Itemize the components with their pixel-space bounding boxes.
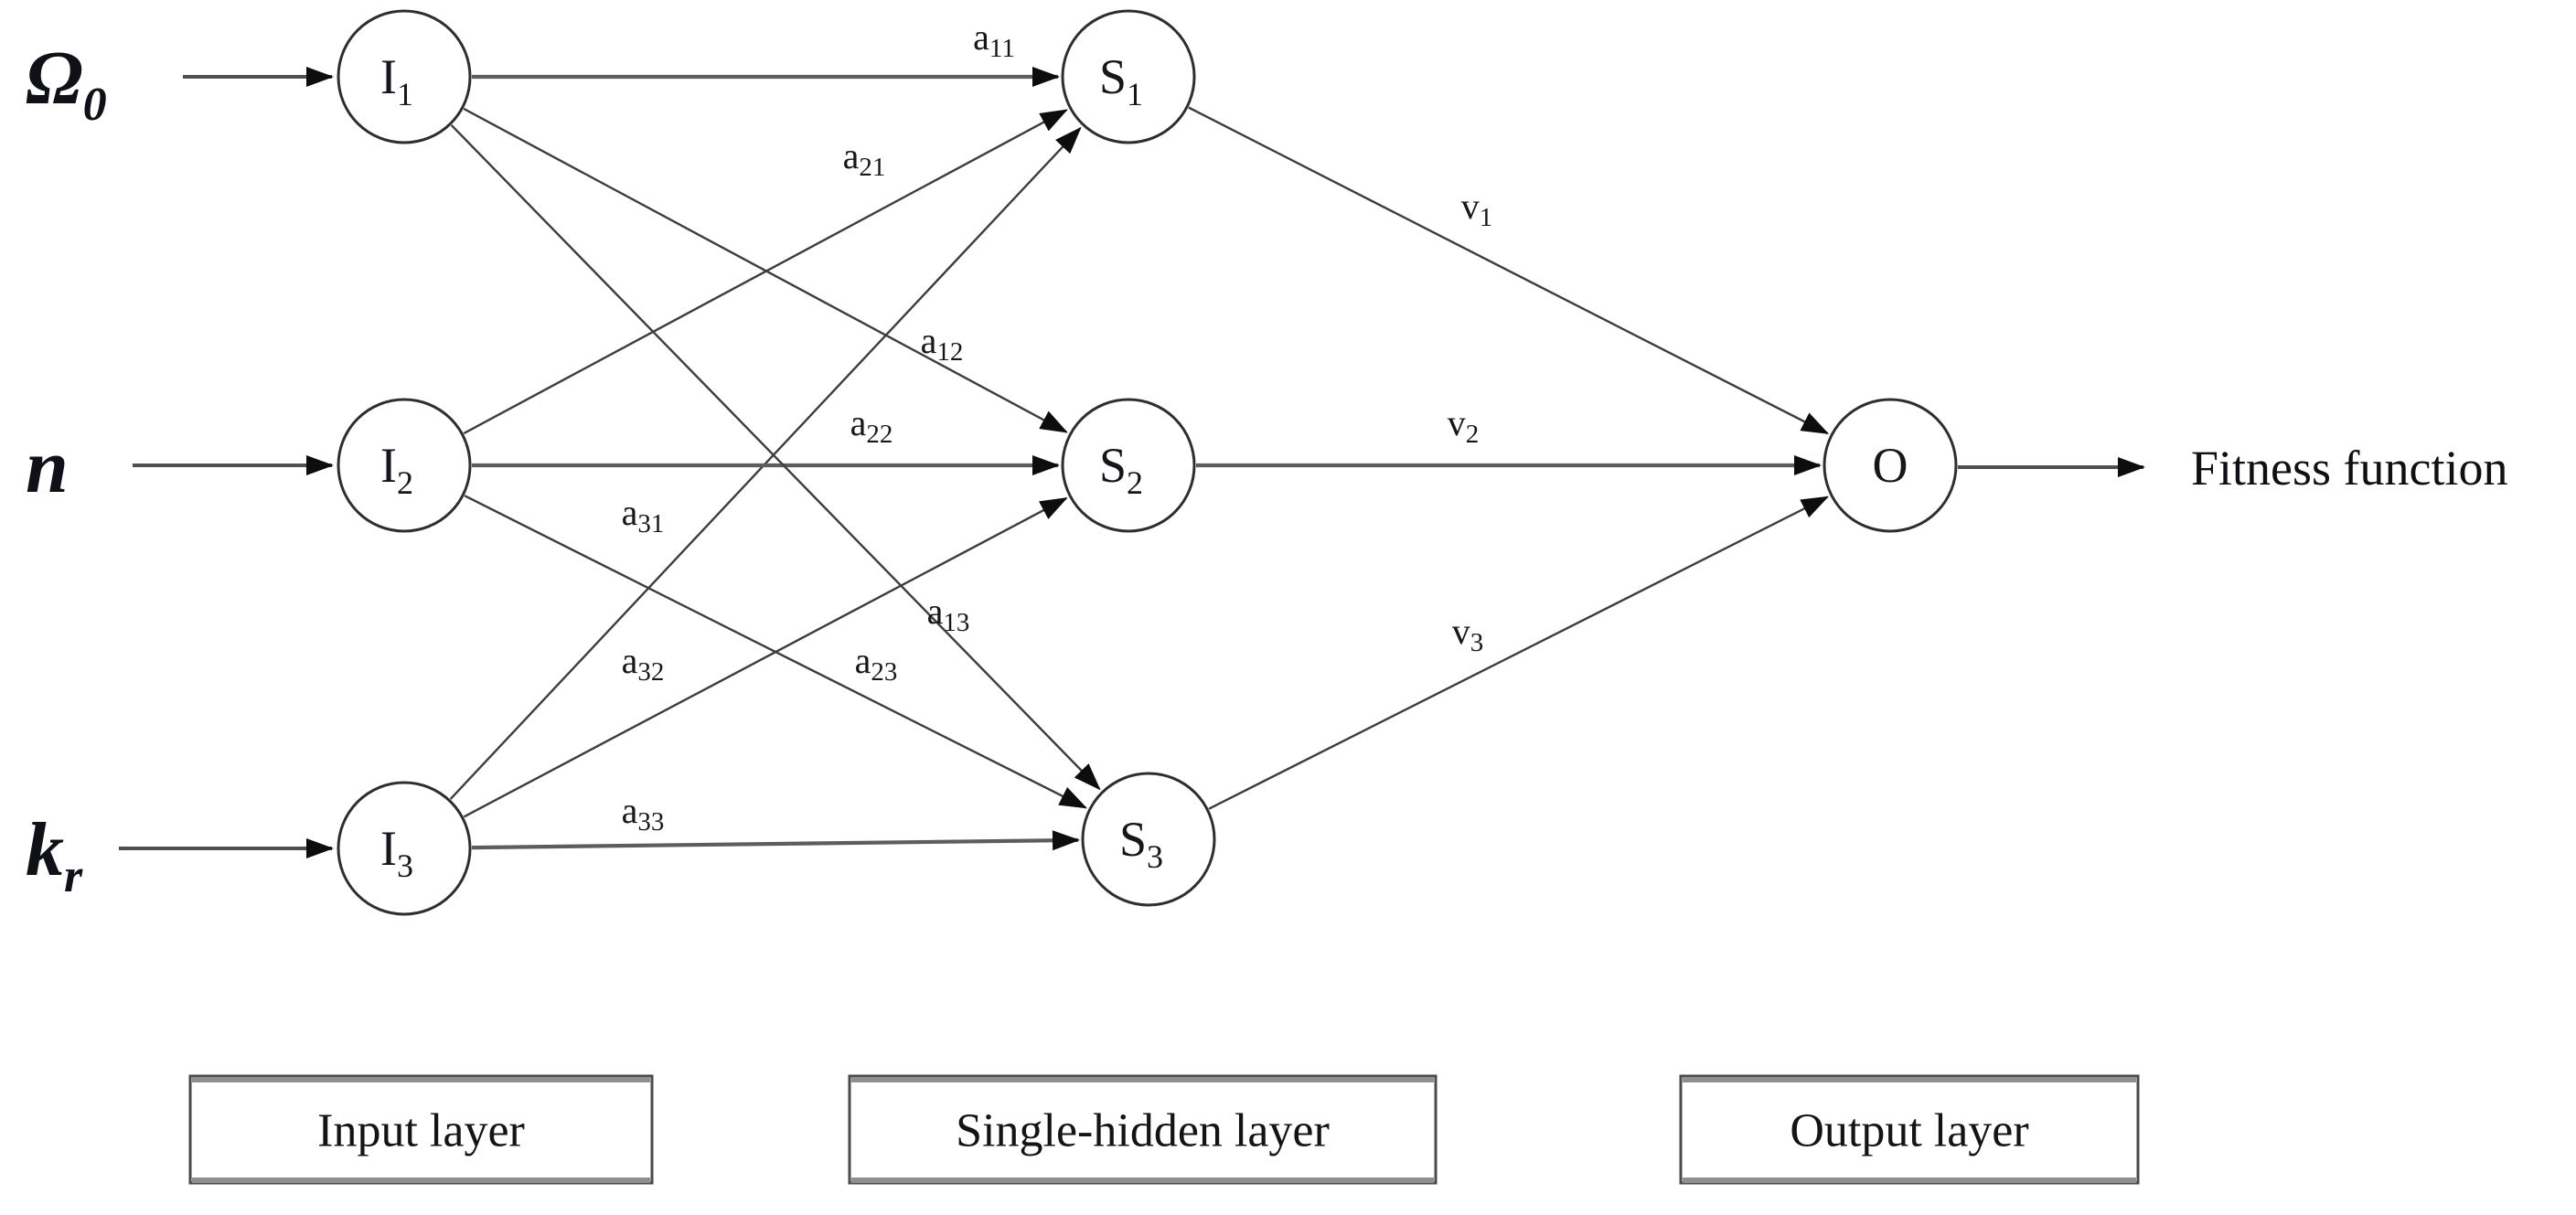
node-label-S3: S3 [1119,812,1163,875]
weight-label-a13: a13 [927,591,970,637]
edge-I1-S3 [450,124,1101,791]
weight-label-a11: a11 [973,16,1015,63]
edge-S3-O [1208,496,1830,810]
layer-box-output-layer [1679,1074,2140,1185]
node-circle-I1 [337,9,472,144]
layer-box-input-layer [188,1074,654,1185]
edge-I1-S2 [463,107,1068,433]
edge-I3-S2 [463,496,1068,818]
weight-label-a21: a21 [843,135,886,182]
input-label-n: n [26,424,69,509]
input-label-omega0: Ω0 [26,36,107,131]
output-label-fitness-function: Fitness function [2191,441,2508,496]
input-label-kr: kr [26,807,83,902]
weight-label-v2: v2 [1448,402,1480,449]
weight-label-a22: a22 [850,402,893,449]
weight-label-a33: a33 [622,790,665,837]
layer-box-single-hidden-layer [848,1074,1438,1185]
node-label-S2: S2 [1099,438,1143,501]
weight-label-a32: a32 [622,640,665,687]
edge-I2-S3 [464,495,1087,809]
layer-box-label-output-layer: Output layer [1790,1105,2028,1157]
edge-I3-S3 [471,830,1081,851]
edge-I2-S1 [463,109,1068,435]
layer-box-label-single-hidden-layer: Single-hidden layer [956,1105,1330,1157]
node-circle-S3 [1081,772,1216,907]
node-label-I2: I2 [380,438,413,501]
weight-label-a31: a31 [622,492,665,538]
weight-label-v1: v1 [1461,186,1493,232]
weight-label-a23: a23 [855,640,898,687]
node-circle-O [1822,398,1958,533]
node-label-I1: I1 [380,49,413,112]
node-label-S1: S1 [1099,49,1143,112]
node-label-I3: I3 [380,821,413,884]
node-circle-S1 [1061,9,1196,144]
weight-label-a12: a12 [921,320,964,367]
node-label-O: O [1873,438,1908,493]
node-circle-S2 [1061,398,1196,533]
edge-S1-O [1188,106,1830,435]
weight-label-v3: v3 [1452,611,1484,657]
layer-box-label-input-layer: Input layer [317,1105,525,1157]
node-circle-I2 [337,398,472,533]
node-circle-I3 [337,781,472,916]
